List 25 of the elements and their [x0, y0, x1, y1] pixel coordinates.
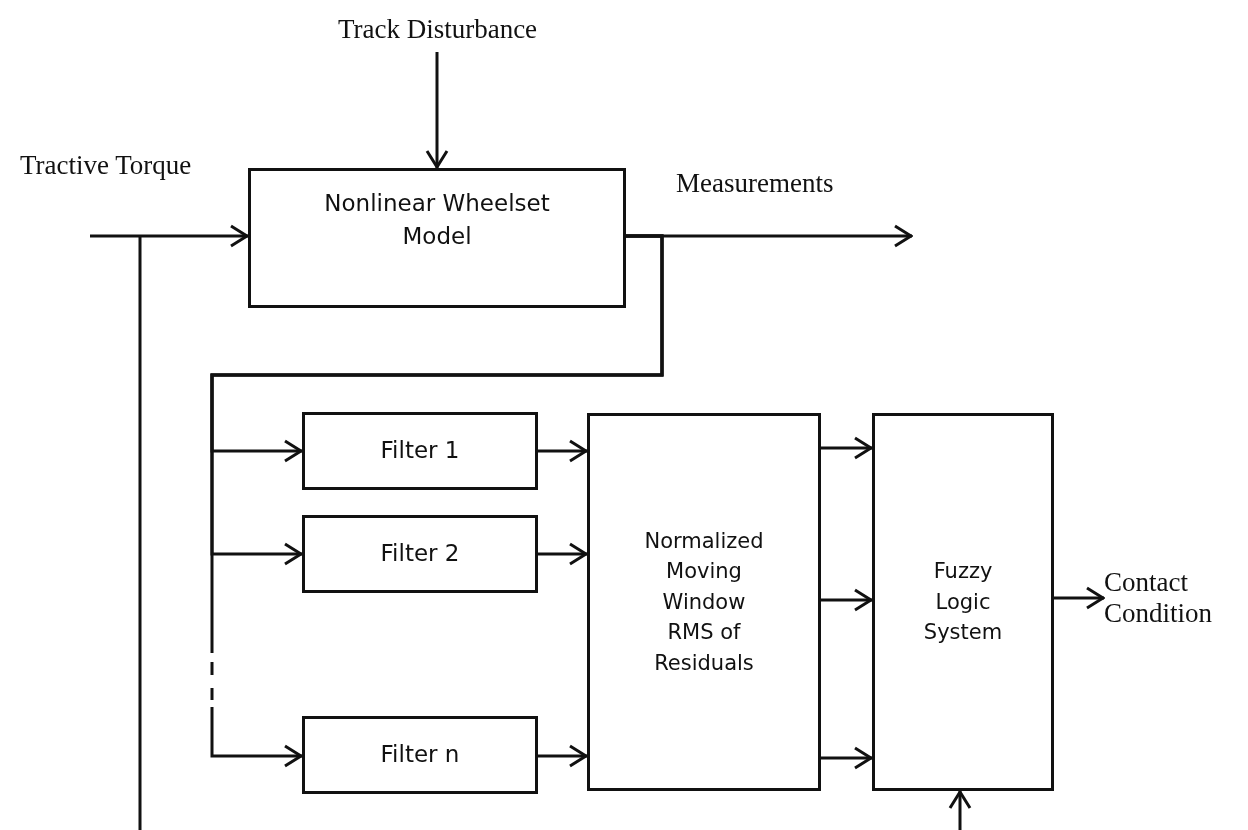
process-box: [302, 515, 538, 593]
arrow: [538, 542, 588, 566]
process-box: [302, 412, 538, 490]
signal-label: Contact Condition: [1104, 566, 1213, 630]
arrow: [821, 588, 873, 612]
process-box: [872, 413, 1054, 791]
process-box: [302, 716, 538, 794]
box-label: Filter 2: [380, 539, 460, 569]
arrow: [821, 436, 873, 460]
arrow: [538, 744, 588, 768]
arrow: [425, 52, 449, 169]
arrow: [948, 790, 972, 830]
box-label: Fuzzy Logic System: [922, 558, 1004, 647]
box-label: Filter n: [380, 740, 460, 770]
process-box: [587, 413, 821, 791]
box-label: Filter 1: [380, 436, 460, 466]
arrow: [821, 746, 873, 770]
arrow: [538, 439, 588, 463]
arrow: [90, 224, 249, 248]
box-label: Normalized Moving Window RMS of Residuals: [643, 527, 765, 677]
arrow: [210, 234, 664, 768]
box-label: Nonlinear Wheelset Model: [323, 189, 551, 252]
signal-label: Track Disturbance: [337, 14, 538, 46]
arrow: [1054, 586, 1105, 610]
process-box: [248, 168, 626, 308]
